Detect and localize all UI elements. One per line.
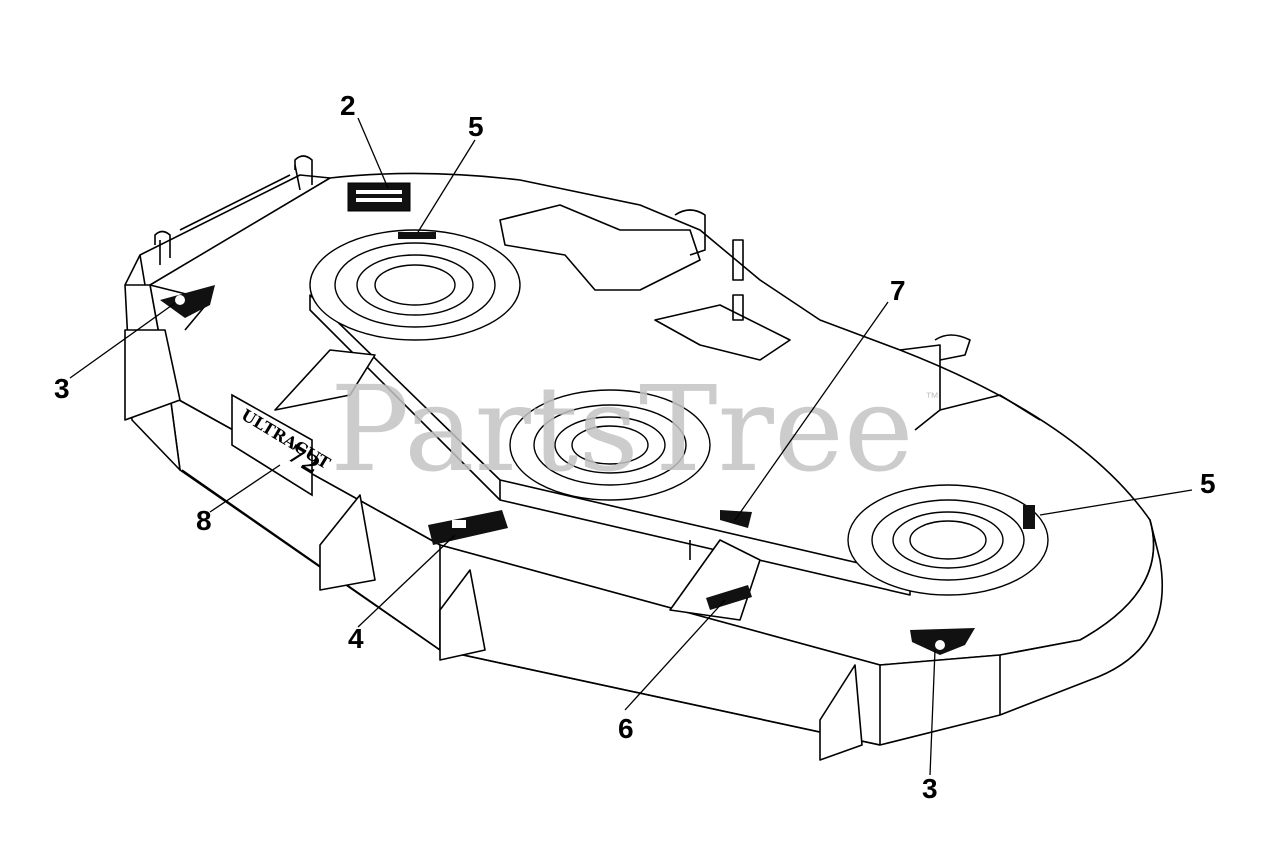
spindle-left: [309, 229, 521, 341]
callout-3-bottom: 3: [922, 773, 938, 804]
decal-2-rear: [347, 182, 411, 212]
callout-leaders: [69, 117, 1193, 776]
decal-3-front: [910, 628, 975, 655]
watermark-trademark: ™: [925, 389, 939, 405]
callout-2-top: 2: [340, 90, 356, 121]
callout-5-right: 5: [1200, 468, 1216, 499]
callout-8: 8: [196, 505, 212, 536]
decal-3-left: [160, 285, 215, 318]
decal-5-left: [398, 232, 436, 239]
callout-5-top: 5: [468, 111, 484, 142]
spindle-center: [509, 389, 711, 501]
callout-4: 4: [348, 623, 364, 654]
decal-6-info: [706, 585, 752, 610]
spindle-right: [847, 484, 1049, 596]
callout-6: 6: [618, 713, 634, 744]
decal-5-right: [1023, 505, 1035, 529]
callout-7: 7: [890, 275, 906, 306]
callout-3-left: 3: [54, 373, 70, 404]
watermark-text: PartsTree: [330, 360, 914, 498]
decal-4-warning: [428, 510, 508, 545]
